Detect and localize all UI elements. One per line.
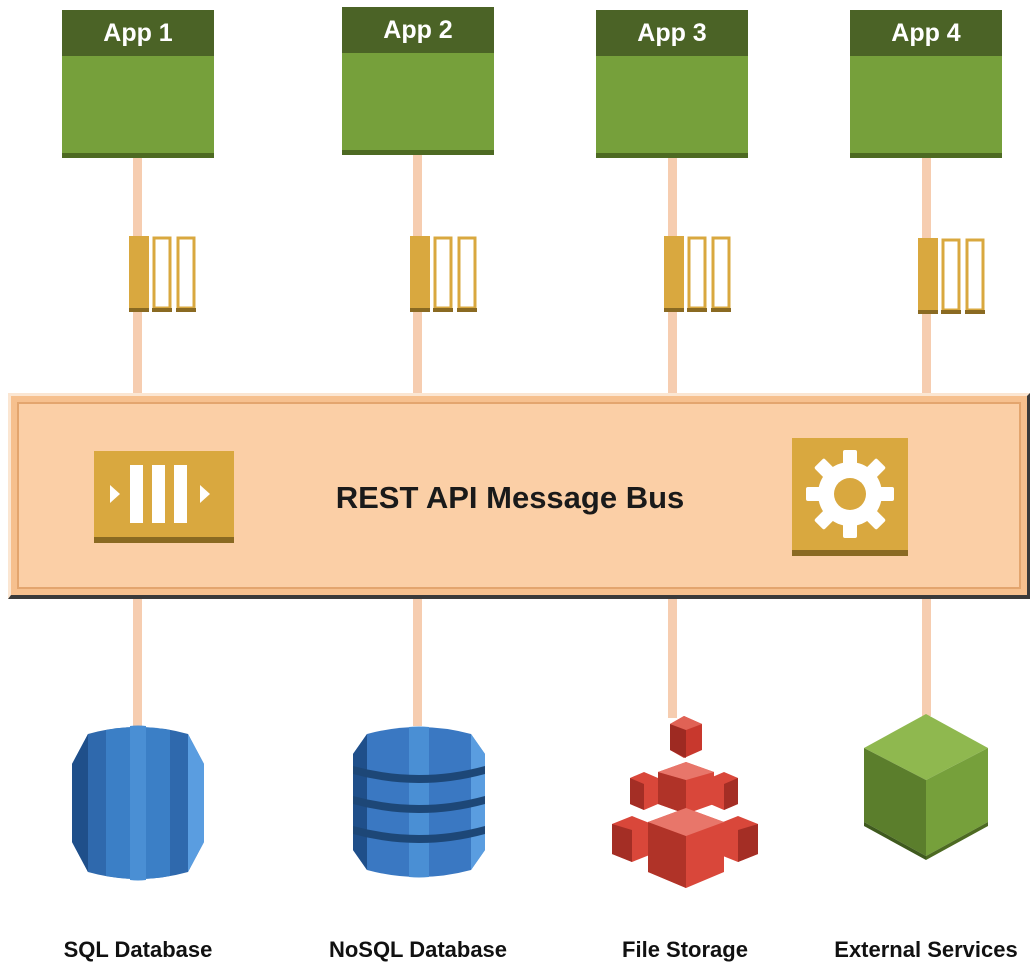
app-4-label: App 4 bbox=[850, 10, 1002, 56]
external-services-icon bbox=[864, 714, 988, 860]
store-label-external: External Services bbox=[834, 937, 1018, 962]
store-label-nosql: NoSQL Database bbox=[328, 937, 508, 962]
store-label-sql: SQL Database bbox=[63, 937, 213, 962]
connector-store3-bottom bbox=[668, 598, 677, 718]
store-label-file: File Storage bbox=[622, 937, 748, 962]
message-queue-icon bbox=[94, 451, 234, 543]
queue-icon bbox=[918, 238, 985, 314]
app-2-box: App 2 bbox=[342, 7, 494, 155]
app-3-label: App 3 bbox=[596, 10, 748, 56]
app-1-box: App 1 bbox=[62, 10, 214, 158]
bus-title: REST API Message Bus bbox=[335, 480, 685, 515]
gear-icon bbox=[792, 438, 908, 556]
nosql-database-icon bbox=[353, 726, 485, 878]
queue-icon bbox=[664, 236, 731, 312]
app-1-label: App 1 bbox=[62, 10, 214, 56]
connector-store2-bottom bbox=[413, 598, 422, 726]
queue-icon bbox=[410, 236, 477, 312]
app-2-label: App 2 bbox=[342, 7, 494, 53]
sql-database-icon bbox=[72, 725, 204, 881]
queue-icon bbox=[129, 236, 196, 312]
app-4-box: App 4 bbox=[850, 10, 1002, 158]
connector-store1-bottom bbox=[133, 598, 142, 726]
connector-store4-bottom bbox=[922, 598, 931, 716]
app-3-box: App 3 bbox=[596, 10, 748, 158]
file-storage-icon bbox=[612, 716, 758, 888]
